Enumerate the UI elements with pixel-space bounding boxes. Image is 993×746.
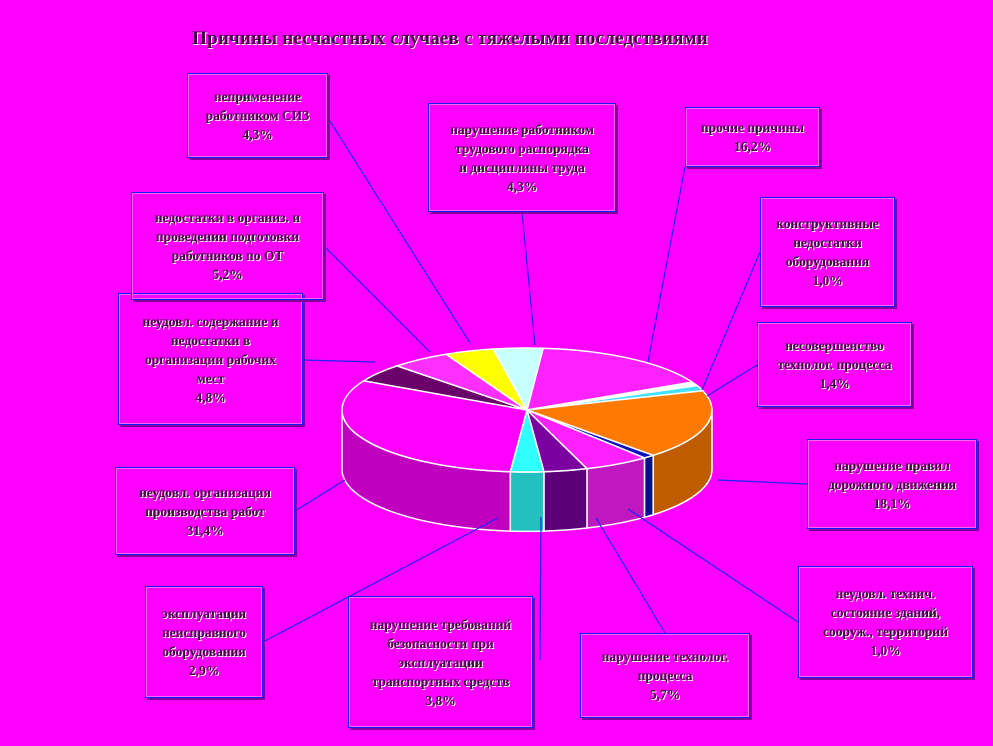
slice-label: нарушение технолог. — [601, 649, 729, 664]
leader-line — [302, 359, 376, 363]
pie-slice — [341, 380, 528, 473]
slice-value-label: 2,9% — [188, 663, 220, 678]
slice-label: нарушение требований — [369, 616, 512, 632]
pie-slice — [526, 389, 713, 457]
slice-label: организации рабочих — [145, 351, 276, 367]
slice-label: неудовл. организация — [139, 484, 271, 500]
slice-label: неисправного — [162, 625, 246, 640]
leader-line — [647, 166, 686, 363]
slice-label: производства работ — [145, 503, 265, 519]
slice-label: процесса — [637, 668, 693, 683]
slice-value-label: 1,4% — [819, 376, 850, 391]
slice-value-label: 1,0% — [812, 273, 843, 288]
slice-callout: неудовл. содержание и недостатки в организ… — [118, 293, 303, 425]
leader-line — [627, 508, 799, 623]
leader-line — [521, 211, 536, 346]
slice-value-label: 18,1% — [873, 495, 911, 511]
slice-label: дорожного движения — [827, 476, 957, 492]
slice-label: недостатки в организ. и — [154, 210, 301, 225]
slice-label: транспортных средств — [371, 673, 510, 689]
slice-callout: нарушение технолог. процесса 5,7% — [580, 633, 750, 718]
slice-callout: эксплуатация неисправного оборудования 2,9% — [145, 586, 263, 698]
slice-label: недостатки в — [170, 332, 251, 348]
slice-callout: прочие причины 16,2% — [685, 107, 820, 167]
slice-label: нарушение правил — [834, 457, 950, 473]
leader-line — [294, 479, 346, 512]
slice-callout: неудовл. организация производства работ 31… — [115, 467, 295, 555]
slice-value-label: 5,7% — [649, 687, 681, 702]
slice-label: мест — [196, 370, 225, 386]
leader-line — [701, 251, 761, 391]
slice-label: неудовл. содержание и — [142, 313, 279, 329]
slice-label: эксплуатации — [398, 654, 483, 670]
slice-value-label: 31,4% — [186, 522, 224, 538]
slice-label: работником СИЗ — [205, 108, 310, 123]
slice-value-label: 4,8% — [195, 389, 226, 405]
leader-line — [539, 516, 542, 661]
slice-callout: недостатки в организ. и проведении подгот… — [131, 192, 324, 300]
slice-label: несовершенство — [785, 338, 884, 353]
chart-title: Причины несчастных случаев с тяжелыми по… — [192, 28, 708, 49]
leader-line — [706, 364, 758, 397]
slice-callout: несовершенство технолог. процесса 1,4% — [757, 322, 912, 407]
slice-label: трудового распорядка — [455, 140, 589, 156]
slice-label: работников по ОТ — [171, 248, 284, 263]
slice-label: проведении подготовки — [155, 229, 300, 244]
pie-slice — [525, 347, 695, 411]
slice-label: технолог. процесса — [777, 357, 892, 372]
pie-slice-side — [586, 456, 646, 529]
slice-label: неприменение — [213, 89, 302, 104]
slice-label: недостатки — [793, 235, 862, 250]
pie-slice-side — [643, 454, 654, 519]
slice-label: нарушение работником — [450, 121, 594, 137]
slice-callout: нарушение работником трудового распорядка… — [428, 103, 616, 212]
slice-label: неудовл. технич. — [835, 586, 936, 601]
leader-line — [717, 479, 808, 485]
leader-line — [323, 245, 431, 353]
slice-callout: нарушение правил дорожного движения 18,1% — [807, 439, 977, 529]
slice-value-label: 4,3% — [242, 127, 273, 142]
slice-value-label: 16,2% — [733, 139, 772, 154]
slice-callout: неудовл. технич. состояние зданий, сооруж.… — [798, 566, 973, 678]
slice-label: оборудования — [785, 254, 870, 269]
slice-callout: неприменение работником СИЗ 4,3% — [187, 73, 328, 158]
pie-slice-side — [543, 467, 588, 532]
leader-line — [262, 517, 499, 643]
slice-label: оборудования — [162, 644, 246, 659]
slice-label: прочие причины — [700, 120, 805, 135]
slice-value-label: 1,0% — [870, 643, 901, 658]
pie-slice-side — [509, 470, 545, 533]
slice-label: безопасности при — [387, 635, 494, 651]
slice-label: сооруж., территорий — [823, 624, 948, 639]
slice-value-label: 3,8% — [425, 692, 456, 708]
leader-line — [327, 117, 471, 344]
slice-value-label: 5,2% — [212, 267, 243, 282]
pie-slice — [492, 347, 545, 413]
slice-label: и дисциплины труда — [459, 159, 585, 175]
slice-value-label: 4,3% — [506, 178, 538, 194]
slice-callout: конструктивные недостатки оборудования 1,0% — [760, 197, 895, 307]
slice-label: конструктивные — [776, 216, 879, 231]
slice-callout: нарушение требований безопасности при эксп… — [348, 596, 533, 728]
slice-label: эксплуатация — [162, 606, 246, 621]
leader-line — [595, 517, 666, 634]
slice-label: состояние зданий, — [830, 605, 941, 620]
